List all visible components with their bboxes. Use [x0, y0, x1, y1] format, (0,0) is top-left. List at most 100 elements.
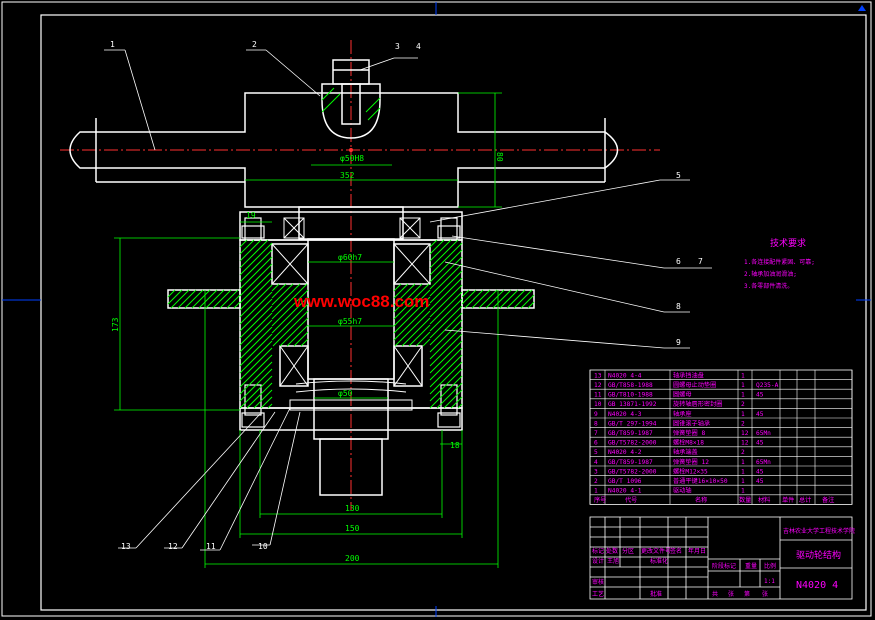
corner-mark [858, 5, 866, 11]
hatch-line [239, 284, 273, 318]
tb-approve: 批准 [650, 590, 662, 598]
bom-no: 12 [594, 382, 602, 389]
bom-code: GB/T859-1987 [608, 459, 653, 466]
bom-header-code: 代号 [625, 496, 637, 504]
bom-name: 弹簧垫圈 8 [673, 429, 705, 437]
hatch-line [279, 317, 309, 347]
hatch-line [429, 326, 463, 360]
tb-sign: 签名 [670, 547, 682, 555]
hatch-line [239, 333, 273, 367]
dim-150: 150 [345, 524, 360, 533]
bom-name: 螺栓M8×18 [673, 439, 704, 447]
note-3: 3.各零部件清洗。 [744, 282, 793, 290]
bom-name: 轴承端盖 [673, 448, 698, 456]
hatch-line [239, 277, 273, 311]
hatch-line [443, 389, 463, 409]
bom-qty: 1 [741, 392, 745, 399]
tb-total: 共 [712, 590, 718, 598]
balloon-12: 12 [168, 542, 178, 551]
hatch-line [286, 324, 309, 347]
bom-material: 45 [756, 478, 764, 485]
balloon-7: 7 [698, 257, 703, 266]
tb-school: 吉林农业大学工程技术学院 [783, 527, 855, 535]
hatch-line [527, 301, 535, 309]
bom-no: 2 [594, 478, 598, 485]
hatch-line [408, 324, 431, 347]
hatch-line [394, 310, 431, 347]
tb-sheets: 张 [728, 590, 734, 598]
hatch-line [457, 403, 463, 409]
bom-code: GB/T5782-2000 [608, 440, 657, 447]
hatch-line [429, 270, 463, 304]
hatch-line [239, 239, 248, 248]
dim-80: 80 [495, 152, 504, 162]
hatch-line [393, 289, 431, 327]
bom-material: 65Mn [756, 430, 771, 437]
dim-352: 352 [340, 171, 355, 180]
hatch-line [212, 289, 232, 309]
tb-scale: 1:1 [764, 578, 775, 585]
bom-material: 45 [756, 468, 764, 475]
hatch-line [499, 289, 519, 309]
tb-date: 年月日 [688, 547, 706, 555]
hatch-line [239, 368, 273, 402]
dim-200: 200 [345, 554, 360, 563]
hatch-line [271, 289, 309, 327]
bom-qty: 12 [741, 440, 749, 447]
bom-qty: 2 [741, 401, 745, 408]
bom-no: 5 [594, 449, 598, 456]
center-lines [60, 40, 660, 510]
hatch-line [429, 340, 463, 374]
bom-no: 10 [594, 401, 602, 408]
balloon-5: 5 [676, 171, 681, 180]
hatch-line [415, 331, 431, 347]
balloon-13: 13 [121, 542, 131, 551]
hatch-line [219, 289, 239, 309]
hatch-line [429, 368, 463, 402]
hatch-line [429, 284, 463, 318]
bom-qty: 1 [741, 382, 745, 389]
bom-header-unit: 单件 [782, 496, 794, 504]
hatch-line [393, 283, 409, 299]
hatch-line [429, 347, 463, 381]
hatch-line [226, 294, 241, 309]
hatch-line [393, 283, 430, 320]
bom-name: 轴承座 [673, 410, 692, 418]
hatch-line [393, 283, 423, 313]
hatch-line [239, 347, 273, 381]
hatch-line [393, 303, 431, 341]
hatch-line [429, 333, 463, 367]
hatch-line [429, 263, 463, 297]
balloon-8: 8 [676, 302, 681, 311]
hatch-line [492, 289, 512, 309]
hatch-line [253, 389, 273, 409]
hatch-line [271, 303, 309, 341]
bom-material: 65Mn [756, 459, 771, 466]
hatch-line [461, 289, 477, 305]
hatch-line [520, 294, 535, 309]
bom-qty: 12 [741, 430, 749, 437]
title-block-texts: 标记 处数 分区 更改文件号 签名 年月日 设计 王旭 标准化 阶段标记 重量 … [592, 527, 855, 598]
bom-no: 1 [594, 488, 598, 495]
balloon-3: 3 [395, 42, 400, 51]
hatch-line [429, 239, 438, 248]
tb-design: 设计 [592, 557, 604, 565]
balloon-4: 4 [416, 42, 421, 51]
bom-material: 45 [756, 411, 764, 418]
bom-qty: 1 [741, 411, 745, 418]
hatch-line [239, 249, 273, 283]
bom-code: GB/T858-1988 [608, 382, 653, 389]
hatch-line [271, 283, 287, 299]
hatch-line [513, 289, 533, 309]
hatch-line [478, 289, 498, 309]
hatch-line [239, 291, 273, 325]
hatch-line [177, 289, 197, 309]
tb-drawing-name: 驱动轮结构 [796, 549, 841, 561]
tb-review: 审核 [592, 578, 604, 586]
bom-no: 3 [594, 468, 598, 475]
bom-code: GB/T 1096 [608, 478, 642, 485]
bom-header-remark: 备注 [822, 496, 834, 504]
balloon-numbers: 1 2 3 4 5 6 7 8 9 10 11 12 13 [110, 40, 703, 551]
key-hatch [321, 87, 381, 121]
hatch-line [429, 305, 463, 339]
